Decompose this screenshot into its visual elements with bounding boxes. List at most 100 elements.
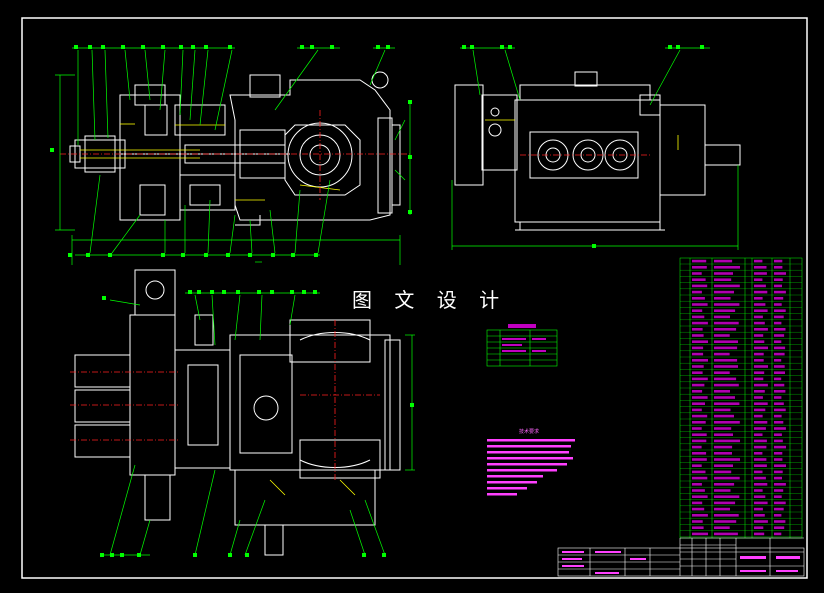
parts-list-cell-text	[754, 309, 768, 312]
parts-list-cell-text	[754, 266, 767, 269]
parts-list-cell-text	[754, 452, 763, 455]
parts-list-cell-text	[714, 365, 738, 368]
parts-list-cell-text	[714, 520, 737, 523]
parts-list-cell-text	[754, 464, 767, 467]
parts-list-cell-text	[754, 259, 763, 263]
parts-list-cell-text	[714, 476, 740, 480]
parts-list-cell-text	[774, 383, 785, 387]
parts-list-cell-text	[714, 464, 733, 467]
parts-list-cell-text	[692, 272, 702, 275]
parts-list-cell-text	[692, 346, 704, 350]
parts-list-cell-text	[754, 495, 766, 498]
parts-list-cell-text	[692, 278, 706, 281]
top-view-balloons	[100, 290, 414, 557]
parts-list-cell-text	[754, 365, 768, 368]
parts-list-cell-text	[774, 290, 786, 294]
top-view-hatching	[269, 479, 356, 496]
parts-list-cell-text	[754, 476, 766, 480]
parts-list-cell-text	[714, 489, 731, 492]
parts-list-cell-text	[714, 532, 738, 536]
parts-list-cell-text	[714, 507, 730, 511]
parts-list-cell-text	[774, 321, 782, 325]
parts-list-cell-text	[692, 445, 702, 449]
parts-list-cell-text	[754, 520, 768, 523]
parameter-table-text	[502, 324, 546, 352]
parts-list-cell-text	[714, 383, 739, 387]
parts-list-table	[679, 257, 803, 539]
parts-list-cell-text	[754, 315, 763, 319]
parts-list-cell-text	[714, 526, 730, 529]
title-block	[557, 537, 805, 577]
parts-list-cell-text	[774, 433, 782, 436]
parts-list-cell-text	[754, 371, 765, 374]
parts-list-cell-text	[774, 507, 784, 511]
parts-list-cell-text	[774, 427, 786, 430]
parts-list-cell-text	[754, 321, 765, 325]
front-section-view	[69, 71, 401, 226]
parts-list-cell-text	[774, 520, 786, 523]
parts-list-cell-text	[692, 290, 702, 294]
front-view-hatching	[80, 123, 341, 201]
parts-list-cell-text	[774, 346, 786, 350]
parts-list-cell-text	[754, 433, 763, 436]
parts-list-cell-text	[714, 290, 734, 294]
parts-list-cell-text	[714, 396, 735, 399]
top-view-leaders	[100, 292, 415, 556]
parts-list-cell-text	[754, 278, 763, 281]
parts-list-cell-text	[774, 532, 782, 536]
parts-list-cell-text	[774, 526, 785, 529]
parts-list-cell-text	[754, 390, 765, 393]
parts-list-cell-text	[774, 328, 786, 331]
parts-list-cell-text	[774, 359, 782, 362]
parts-list-cell-text	[774, 514, 782, 517]
parts-list-cell-text	[714, 458, 740, 461]
parts-list-cell-text	[692, 433, 707, 436]
parts-list-cell-text	[774, 501, 786, 505]
parts-list-cell-text	[692, 532, 708, 536]
parts-list-cell-text	[774, 272, 786, 275]
side-view-hatching	[485, 119, 679, 150]
parts-list-cell-text	[692, 340, 708, 343]
parts-list-cell-text	[714, 309, 736, 312]
side-view-balloons	[462, 45, 704, 248]
parts-list-cell-text	[774, 414, 782, 418]
parts-list-cell-text	[692, 520, 703, 523]
parts-list-cell-text	[692, 321, 708, 325]
parts-list-cell-text	[754, 346, 768, 350]
parts-list-cell-text	[754, 501, 768, 505]
parts-list-cell-text	[692, 414, 708, 418]
parts-list-cell-text	[714, 284, 740, 288]
parts-list-cell-text	[714, 272, 733, 275]
parameter-table	[486, 329, 558, 367]
top-view	[74, 269, 401, 556]
parts-list-cell-text	[754, 532, 765, 536]
parts-list-cell-text	[714, 402, 740, 405]
parts-list-cell-text	[714, 266, 740, 269]
parts-list-cell-text	[774, 352, 785, 356]
parts-list-cell-text	[774, 495, 782, 498]
parts-list-cell-text	[754, 408, 766, 412]
parts-list-cell-text	[754, 489, 763, 492]
parts-list-cell-text	[692, 507, 705, 511]
parts-list-cell-text	[714, 495, 740, 498]
parts-list-cell-text	[714, 390, 730, 393]
parts-list-cell-text	[754, 303, 766, 306]
parts-list-cell-text	[714, 340, 738, 343]
front-view-leaders	[55, 47, 411, 265]
parts-list-cell-text	[774, 365, 785, 368]
parts-list-cell-text	[714, 297, 731, 300]
parts-list-cell-text	[692, 377, 708, 381]
parts-list-cell-text	[714, 439, 740, 443]
parts-list-cell-text	[774, 489, 784, 492]
parts-list-text	[692, 259, 786, 536]
front-view-balloons	[50, 45, 412, 257]
watermark-text: 图 文 设 计	[352, 288, 508, 312]
parts-list-cell-text	[774, 284, 782, 288]
parts-list-cell-text	[714, 321, 739, 325]
side-view-leaders	[451, 47, 739, 250]
parts-list-cell-text	[692, 396, 708, 399]
parts-list-cell-text	[774, 445, 786, 449]
parts-list-cell-text	[692, 514, 708, 517]
parts-list-cell-text	[754, 514, 765, 517]
parts-list-cell-text	[754, 284, 766, 288]
